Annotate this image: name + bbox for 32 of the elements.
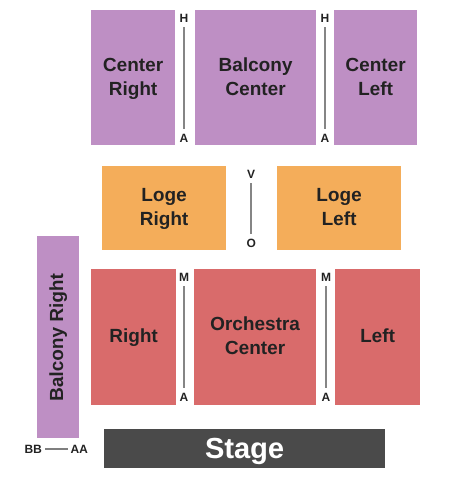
row-label: A: [320, 132, 330, 144]
section-label: Balcony Center: [218, 54, 294, 102]
row-label: A: [180, 132, 188, 144]
row-label: V: [247, 168, 256, 180]
seating-section: [37, 236, 79, 438]
row-label: AA: [70, 443, 88, 455]
seating-section: [334, 10, 417, 145]
row-label: M: [179, 271, 189, 283]
seating-section: [195, 10, 316, 145]
seating-section: [91, 10, 175, 145]
section-label: Loge Left: [315, 184, 363, 232]
seating-section: [91, 269, 176, 405]
stage-area: [104, 429, 385, 468]
row-label: BB: [24, 443, 42, 455]
seating-section: [277, 166, 401, 250]
section-label: Center Left: [344, 54, 407, 102]
section-label: Orchestra Center: [209, 313, 301, 361]
seating-section: [194, 269, 316, 405]
section-label: Right: [108, 325, 159, 349]
row-label: M: [321, 271, 331, 283]
row-label: A: [180, 391, 188, 403]
seating-section: [102, 166, 226, 250]
stage-label: Stage: [205, 432, 284, 464]
section-label: Balcony Right: [46, 273, 69, 401]
row-label: O: [246, 237, 256, 249]
seating-section: [335, 269, 420, 405]
section-label: Left: [359, 325, 396, 349]
row-label: H: [180, 12, 188, 24]
section-label: Loge Right: [138, 184, 190, 232]
row-label: A: [322, 391, 330, 403]
row-label: H: [320, 12, 330, 24]
section-label: Center Right: [102, 54, 164, 102]
